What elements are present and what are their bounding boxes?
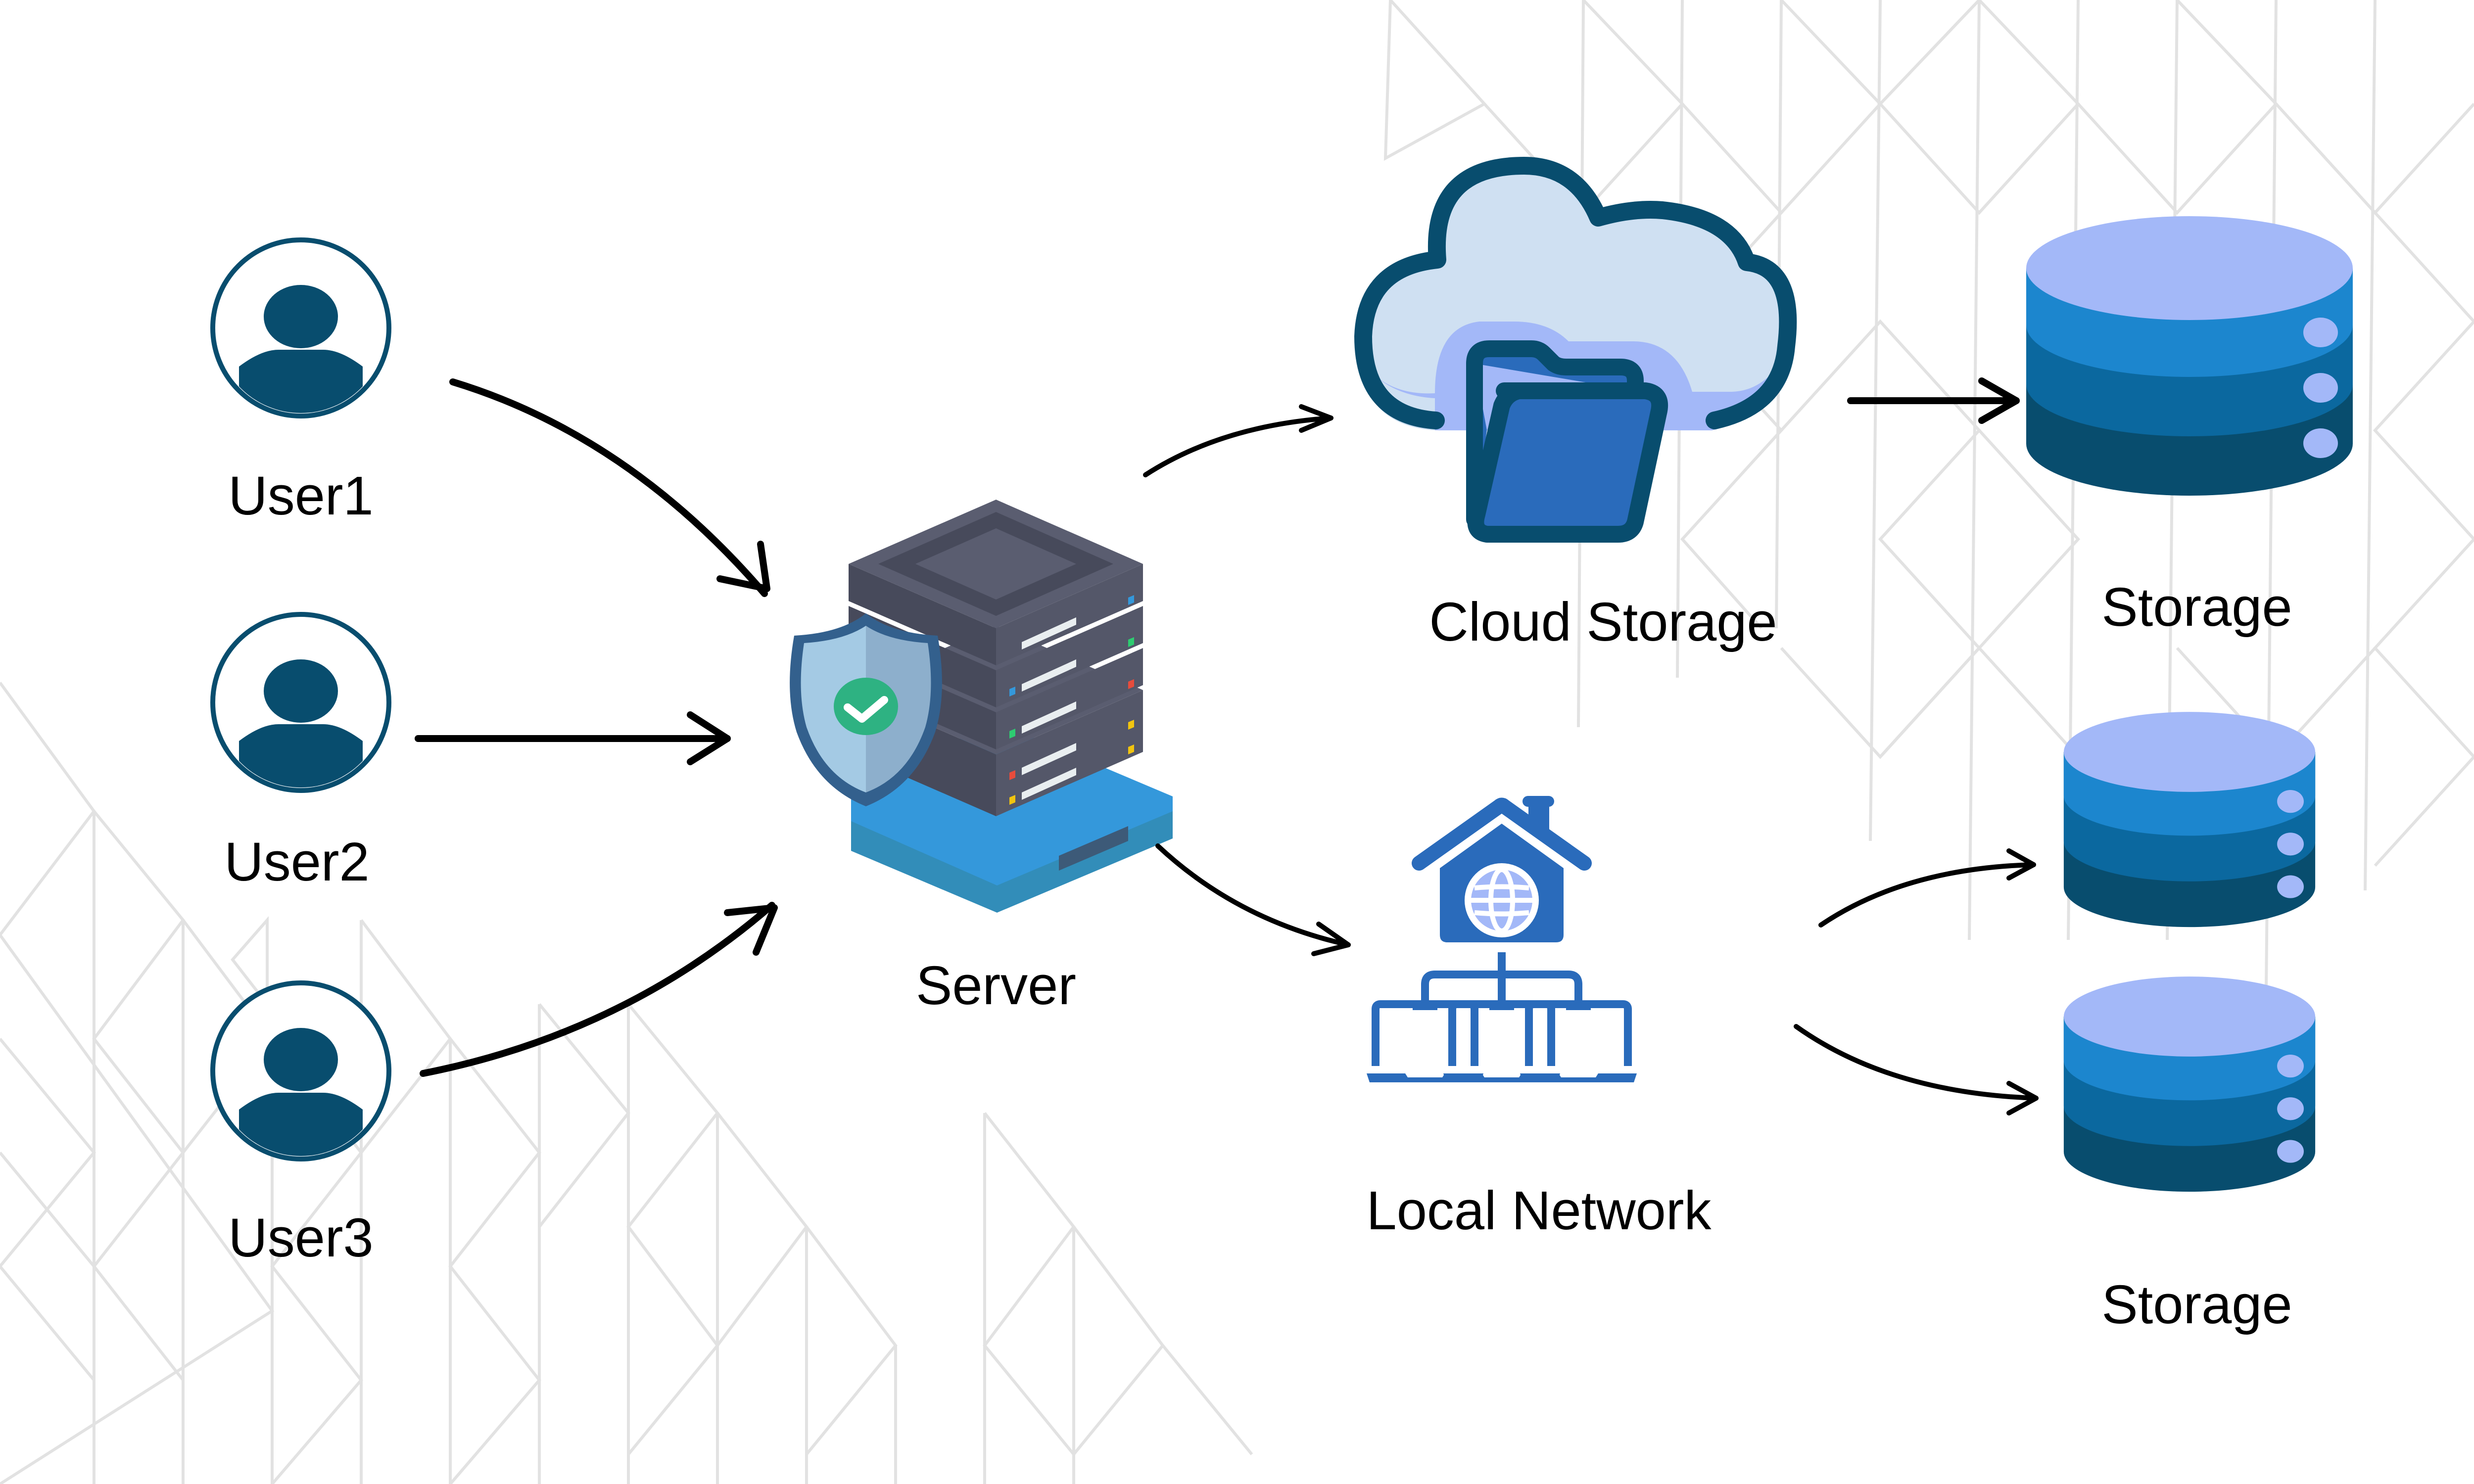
cloud-storage[interactable]: Cloud Storage bbox=[1354, 157, 1797, 652]
arrow-server-cloud bbox=[1143, 404, 1333, 477]
arrow-local-storage-lower bbox=[1794, 1024, 2039, 1115]
database-icon bbox=[2063, 712, 2316, 928]
home-network-icon bbox=[1367, 796, 1637, 1082]
database-icon bbox=[2063, 976, 2316, 1192]
user-2-label: User2 bbox=[224, 832, 369, 892]
user-1-label: User1 bbox=[228, 465, 373, 526]
arrow-user3-server bbox=[420, 902, 778, 1077]
storage-top-label: Storage bbox=[2101, 577, 2292, 638]
arrow-user2-server bbox=[415, 711, 731, 765]
local-network-label: Local Network bbox=[1367, 1180, 1712, 1241]
database-icon bbox=[2026, 216, 2353, 496]
user-2[interactable]: User2 bbox=[213, 614, 389, 892]
storage-bottom[interactable]: Storage bbox=[2063, 712, 2316, 1335]
shield-check-icon bbox=[790, 613, 942, 806]
storage-top[interactable]: Storage bbox=[2026, 216, 2353, 638]
laptop-icon bbox=[1367, 1004, 1483, 1082]
user-3[interactable]: User3 bbox=[213, 983, 389, 1268]
laptop-icon bbox=[1443, 1004, 1560, 1082]
server-label: Server bbox=[916, 955, 1076, 1016]
user-avatar-icon bbox=[213, 240, 389, 427]
laptop-icon bbox=[1520, 1004, 1637, 1082]
storage-bottom-label: Storage bbox=[2101, 1274, 2292, 1335]
cloud-storage-label: Cloud Storage bbox=[1429, 592, 1777, 652]
local-network[interactable]: Local Network bbox=[1367, 796, 1712, 1241]
arrow-server-local-network bbox=[1155, 843, 1351, 956]
arrow-user1-server bbox=[449, 378, 770, 597]
user-3-label: User3 bbox=[228, 1207, 373, 1268]
user-1[interactable]: User1 bbox=[213, 240, 389, 526]
background-pattern-left bbox=[0, 682, 1253, 1484]
cloud-folder-icon bbox=[1354, 157, 1797, 543]
arrow-cloud-storage bbox=[1847, 377, 2020, 424]
user-avatar-icon bbox=[213, 614, 389, 801]
server[interactable]: Server bbox=[790, 500, 1173, 1016]
arrow-local-storage-upper bbox=[1818, 848, 2036, 928]
